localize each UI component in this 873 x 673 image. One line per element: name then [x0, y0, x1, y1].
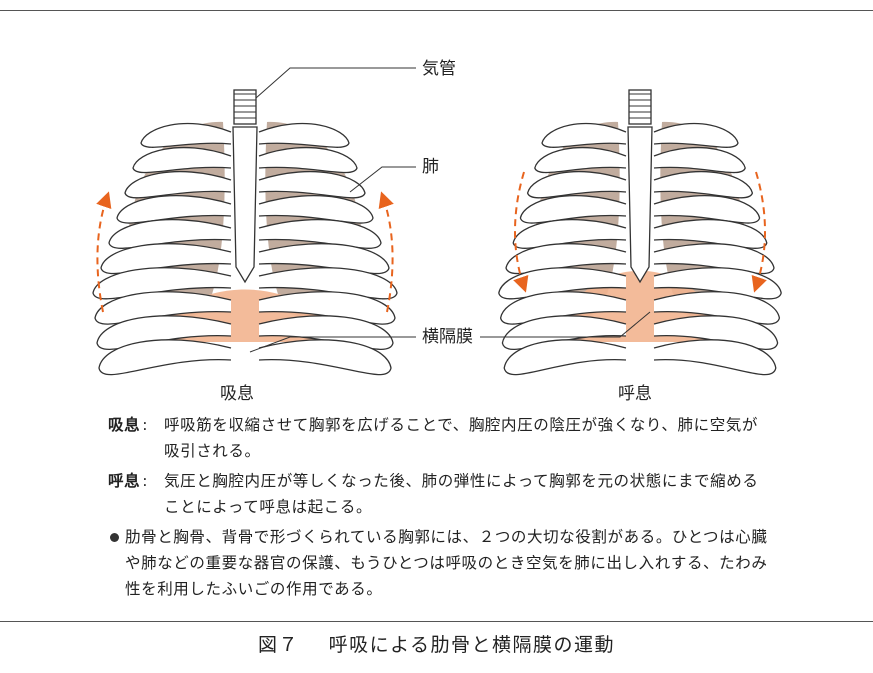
description-item-exhale: 呼息 気圧と胸腔内圧が等しくなった後、肺の弾性によって胸郭を元の状態にまで縮める… [108, 468, 768, 520]
movement-arrow [751, 171, 767, 293]
note-text: 肋骨と胸骨、背骨で形づくられている胸郭には、２つの大切な役割がある。ひとつは心臓… [125, 528, 768, 598]
trachea [628, 89, 652, 125]
diaphragm-label: 横隔膜 [422, 327, 473, 347]
rib [505, 243, 627, 275]
lung-leader [349, 166, 416, 193]
leader-lines [249, 67, 651, 353]
rib [258, 170, 366, 199]
exhale-ribcage [498, 89, 782, 376]
rib [526, 171, 627, 199]
rib [92, 267, 232, 300]
rib [498, 267, 627, 300]
movement-arrow [378, 191, 394, 313]
rib [653, 219, 768, 249]
lung-label: 肺 [422, 157, 439, 177]
rib [258, 219, 382, 249]
description-text: 気圧と胸腔内圧が等しくなった後、肺の弾性によって胸郭を元の状態にまで縮めることに… [164, 472, 759, 516]
figure-caption: 図７ 呼吸による肋骨と横隔膜の運動 [0, 630, 873, 657]
rib [534, 146, 627, 174]
rib [140, 122, 232, 148]
rib [258, 267, 398, 300]
bullet-icon [110, 533, 119, 542]
rib [512, 219, 627, 249]
rib [653, 243, 775, 275]
diaphragm-leader-left [249, 336, 416, 353]
rib [258, 122, 350, 148]
rib [653, 267, 782, 300]
rib [653, 339, 777, 376]
figure-frame [0, 10, 873, 622]
rib [541, 122, 627, 148]
rib [258, 194, 374, 224]
rib [519, 194, 627, 224]
trachea-leader [255, 67, 416, 99]
caption-number: 図７ [258, 634, 300, 656]
description-note: 肋骨と胸骨、背骨で形づくられている胸郭には、２つの大切な役割がある。ひとつは心臓… [108, 524, 768, 602]
caption-title: 呼吸による肋骨と横隔膜の運動 [328, 634, 615, 656]
rib [116, 194, 232, 224]
movement-arrow [96, 191, 112, 313]
description: 吸息 呼吸筋を収縮させて胸郭を広げることで、胸腔内圧の陰圧が強くなり、肺に空気が… [108, 412, 768, 602]
rib [124, 170, 232, 199]
sternum [627, 126, 653, 284]
trachea-label: 気管 [422, 59, 456, 79]
description-term: 呼息 [108, 468, 160, 520]
description-item-inhale: 吸息 呼吸筋を収縮させて胸郭を広げることで、胸腔内圧の陰圧が強くなり、肺に空気が… [108, 412, 768, 464]
rib [503, 339, 627, 376]
rib [653, 122, 739, 148]
diaphragm-leader-right [480, 311, 651, 338]
ribcage-diagram: 気管 肺 横隔膜 吸息 呼息 [92, 59, 782, 404]
rib [100, 243, 232, 275]
rib [132, 146, 232, 174]
rib [108, 219, 232, 249]
rib [258, 339, 392, 376]
rib [98, 339, 232, 376]
rib [653, 194, 761, 224]
sternum [232, 126, 258, 284]
inhale-label: 吸息 [220, 384, 254, 404]
rib [653, 146, 746, 174]
rib [258, 243, 390, 275]
rib [653, 171, 754, 199]
exhale-label: 呼息 [618, 384, 652, 404]
inhale-ribcage [92, 89, 398, 376]
description-text: 呼吸筋を収縮させて胸郭を広げることで、胸腔内圧の陰圧が強くなり、肺に空気が吸引さ… [164, 416, 758, 460]
trachea [233, 89, 257, 125]
description-term: 吸息 [108, 412, 160, 464]
movement-arrow [513, 171, 529, 293]
rib [258, 146, 358, 174]
